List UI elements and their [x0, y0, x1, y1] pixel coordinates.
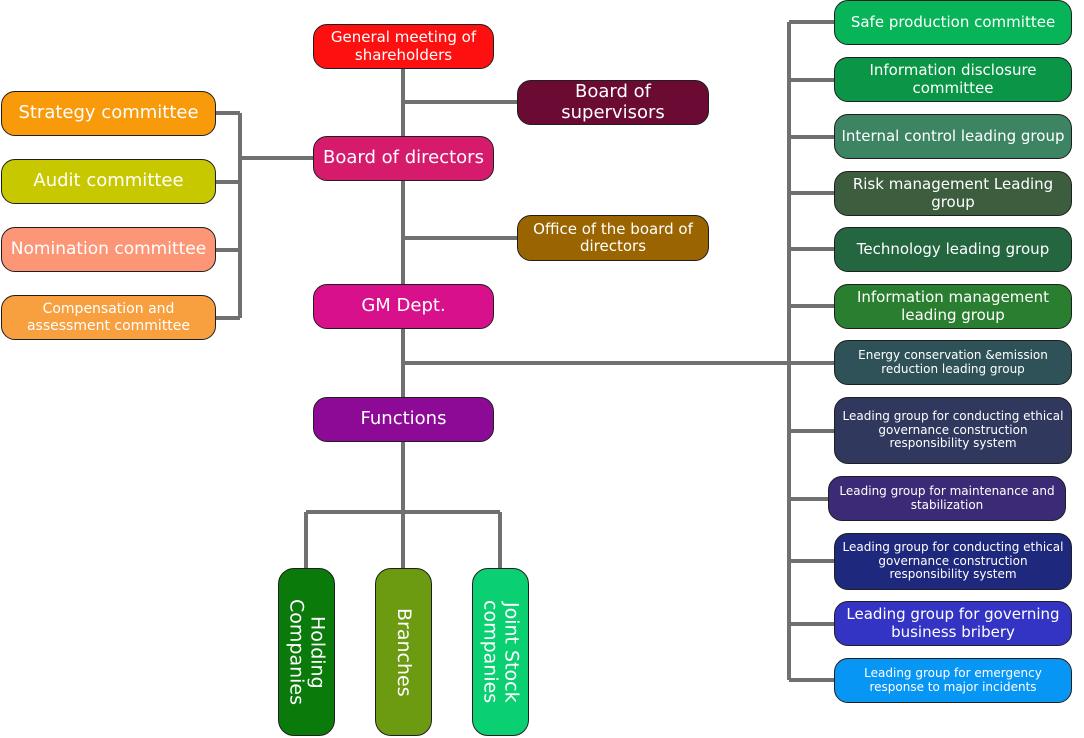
holding-companies-node[interactable]: Holding Companies — [278, 568, 335, 736]
joint-stock-companies-node[interactable]: Joint Stock companies — [472, 568, 529, 736]
node-label: Board of directors — [323, 147, 484, 169]
node-label: Leading group for conducting ethical gov… — [842, 539, 1064, 582]
node-label: Leading group for conducting ethical gov… — [842, 408, 1064, 451]
business-bribery-node[interactable]: Leading group for governing business bri… — [834, 601, 1072, 646]
node-label: Information disclosure committee — [869, 61, 1037, 97]
node-label: Safe production committee — [850, 12, 1056, 31]
node-label: Risk management Leading group — [852, 175, 1054, 211]
node-label: Information management leading group — [856, 288, 1050, 324]
node-label: Nomination committee — [10, 238, 207, 259]
node-label: Leading group for governing business bri… — [846, 605, 1060, 641]
node-label: Holding Companies — [285, 598, 329, 705]
node-label: Technology leading group — [856, 239, 1050, 258]
node-label: Joint Stock companies — [479, 600, 523, 704]
node-label: Leading group for maintenance and stabil… — [839, 483, 1055, 512]
general-meeting-shareholders-node[interactable]: General meeting of shareholders — [313, 24, 494, 69]
strategy-committee-node[interactable]: Strategy committee — [1, 91, 216, 136]
nomination-committee-node[interactable]: Nomination committee — [1, 227, 216, 272]
board-of-directors-node[interactable]: Board of directors — [313, 136, 494, 181]
node-label: Board of supervisors — [561, 80, 665, 123]
node-label: GM Dept. — [361, 295, 446, 317]
energy-conservation-node[interactable]: Energy conservation &emission reduction … — [834, 340, 1072, 385]
audit-committee-node[interactable]: Audit committee — [1, 159, 216, 204]
technology-leading-group-node[interactable]: Technology leading group — [834, 227, 1072, 272]
node-label: General meeting of shareholders — [330, 28, 477, 64]
ethical-governance-group-2-node[interactable]: Leading group for conducting ethical gov… — [834, 533, 1072, 590]
node-label: Office of the board of directors — [533, 219, 693, 255]
node-label: Energy conservation &emission reduction … — [858, 347, 1048, 376]
gm-dept-node[interactable]: GM Dept. — [313, 284, 494, 329]
ethical-governance-group-1-node[interactable]: Leading group for conducting ethical gov… — [834, 397, 1072, 464]
board-of-supervisors-node[interactable]: Board of supervisors — [517, 80, 709, 125]
node-label: Leading group for emergency response to … — [864, 665, 1042, 694]
node-label: Internal control leading group — [841, 126, 1065, 145]
node-label: Compensation and assessment committee — [26, 301, 191, 334]
branches-node[interactable]: Branches — [375, 568, 432, 736]
node-label: Functions — [360, 408, 447, 430]
compensation-committee-node[interactable]: Compensation and assessment committee — [1, 295, 216, 340]
functions-node[interactable]: Functions — [313, 397, 494, 442]
information-management-node[interactable]: Information management leading group — [834, 284, 1072, 329]
node-label: Audit committee — [33, 170, 184, 192]
internal-control-node[interactable]: Internal control leading group — [834, 114, 1072, 159]
office-of-board-node[interactable]: Office of the board of directors — [517, 215, 709, 261]
node-label: Strategy committee — [18, 102, 199, 124]
information-disclosure-node[interactable]: Information disclosure committee — [834, 57, 1072, 102]
safe-production-committee-node[interactable]: Safe production committee — [834, 0, 1072, 45]
risk-management-node[interactable]: Risk management Leading group — [834, 171, 1072, 216]
emergency-response-node[interactable]: Leading group for emergency response to … — [834, 658, 1072, 703]
maintenance-stabilization-node[interactable]: Leading group for maintenance and stabil… — [828, 476, 1066, 521]
node-label: Branches — [392, 607, 415, 697]
